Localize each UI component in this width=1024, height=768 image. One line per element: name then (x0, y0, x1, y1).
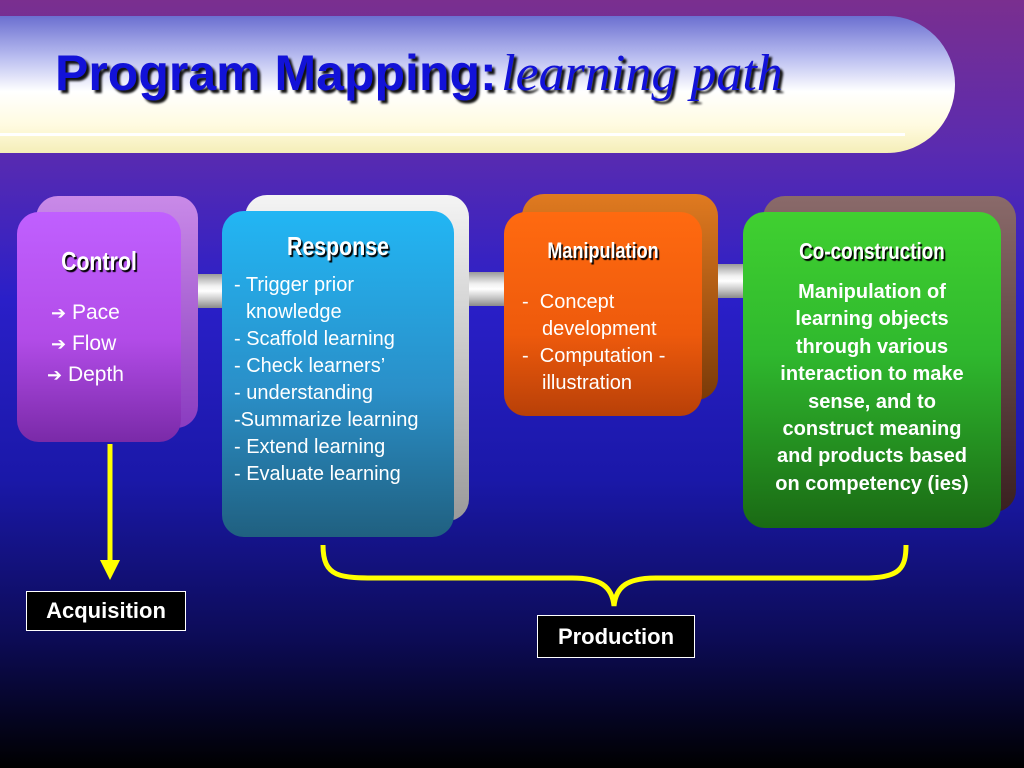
production-label: Production (537, 615, 695, 658)
control-heading: Control (61, 246, 137, 276)
coconstruction-box: Co-construction Manipulation of learning… (743, 212, 1001, 528)
manipulation-item-1b: development (542, 318, 657, 340)
coconstruction-description: Manipulation of learning objects through… (775, 281, 969, 495)
connector-2 (462, 272, 508, 306)
response-item-5: -Summarize learning (234, 409, 419, 431)
response-box: Response - Trigger prior knowledge - Sca… (222, 211, 454, 537)
control-box: Control ➔ Pace ➔ Flow ➔ Depth (17, 212, 181, 442)
response-item-4: - understanding (234, 382, 373, 404)
response-item-2: - Scaffold learning (234, 328, 395, 350)
control-item-2: ➔ Flow (51, 330, 116, 358)
title-banner (0, 16, 955, 153)
control-item-text: Flow (71, 332, 117, 355)
control-item-1: ➔ Pace (51, 299, 120, 327)
response-heading: Response (287, 231, 389, 261)
manipulation-item-1: - Concept (522, 291, 615, 313)
title-main: Program Mapping: (55, 45, 497, 101)
title-subtitle: learning path (501, 45, 783, 102)
control-item-3: ➔ Depth (47, 361, 124, 389)
manipulation-heading: Manipulation (547, 238, 659, 263)
response-item-6: - Extend learning (234, 436, 386, 458)
response-item-7: - Evaluate learning (234, 463, 401, 485)
control-item-text: Depth (67, 363, 124, 386)
page-title: Program Mapping: learning path (55, 44, 783, 103)
coconstruction-heading: Co-construction (799, 238, 945, 264)
banner-divider (0, 133, 905, 136)
manipulation-box: Manipulation - Concept development - Com… (504, 212, 702, 416)
arrow-bullet-icon: ➔ (51, 334, 67, 354)
manipulation-item-2b: illustration (542, 372, 633, 394)
manipulation-item-2: - Computation - (522, 345, 666, 367)
arrow-bullet-icon: ➔ (51, 303, 67, 323)
arrow-bullet-icon: ➔ (47, 365, 63, 385)
down-arrow-head (100, 560, 120, 580)
response-item-1: - Trigger prior (234, 274, 355, 296)
response-item-1b: knowledge (246, 301, 342, 323)
production-brace (320, 544, 909, 607)
acquisition-label: Acquisition (26, 591, 186, 631)
control-item-text: Pace (71, 301, 120, 324)
response-item-3: - Check learners’ (234, 355, 386, 377)
